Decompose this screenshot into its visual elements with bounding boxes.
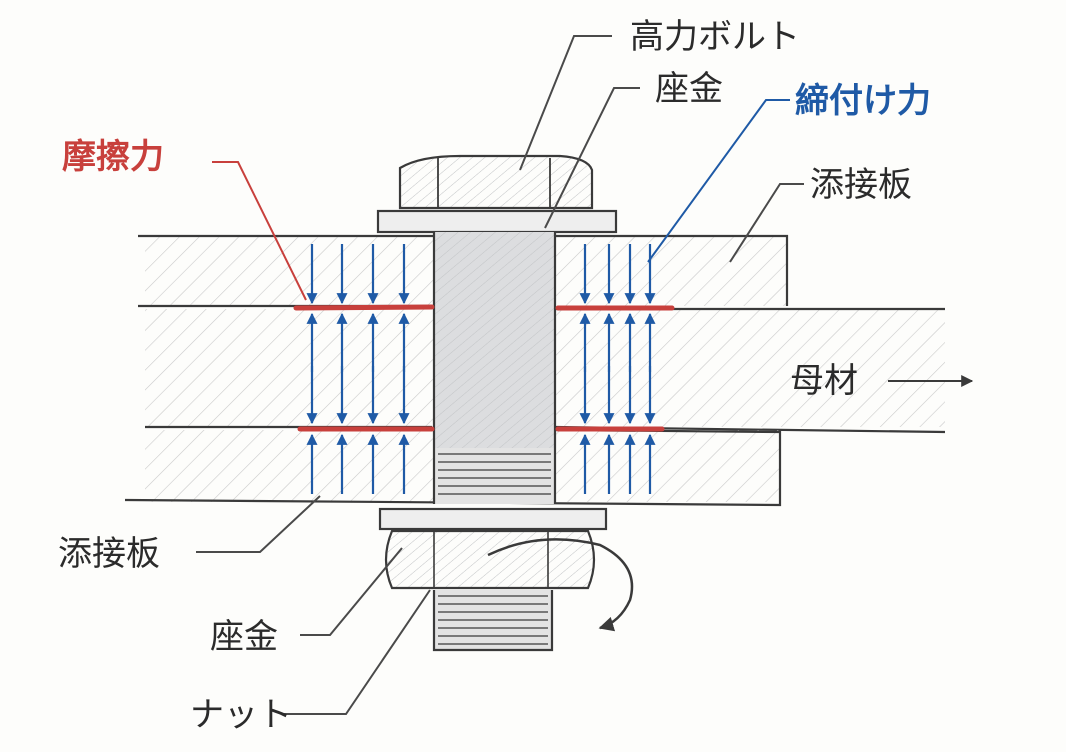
- friction-bands: [293, 304, 675, 432]
- label-splice-plate-top: 添接板: [810, 165, 912, 205]
- label-friction-force: 摩擦力: [62, 137, 164, 177]
- leader-splice-bottom: [196, 495, 321, 553]
- clamping-force-arrows: [306, 244, 656, 494]
- friction-band-top-left: [293, 304, 435, 311]
- leader-washer-bottom: [300, 547, 403, 636]
- leader-washer-top: [544, 87, 640, 229]
- label-high-strength-bolt: 高力ボルト: [630, 17, 800, 57]
- label-base-material: 母材: [790, 361, 858, 401]
- bottom-washer: [378, 507, 608, 531]
- leader-bolt: [519, 35, 612, 171]
- bolt-thread-upper: [432, 448, 557, 504]
- label-clamping-force: 締付け力: [795, 81, 931, 121]
- label-washer-top: 座金: [655, 69, 723, 109]
- leader-clamping-force: [647, 99, 790, 263]
- bolt-shank: [432, 232, 557, 448]
- label-nut: ナット: [190, 695, 292, 735]
- rotation-arrow: [487, 538, 634, 632]
- leader-splice-top: [729, 183, 804, 263]
- bolt-tail: [432, 590, 554, 652]
- leader-friction: [212, 161, 307, 301]
- top-washer: [376, 209, 618, 234]
- leader-nut: [284, 589, 431, 715]
- bolt-head: [398, 154, 594, 210]
- leader-lines: [196, 35, 804, 715]
- label-washer-bottom: 座金: [210, 617, 278, 657]
- label-splice-plate-bottom: 添接板: [58, 534, 160, 574]
